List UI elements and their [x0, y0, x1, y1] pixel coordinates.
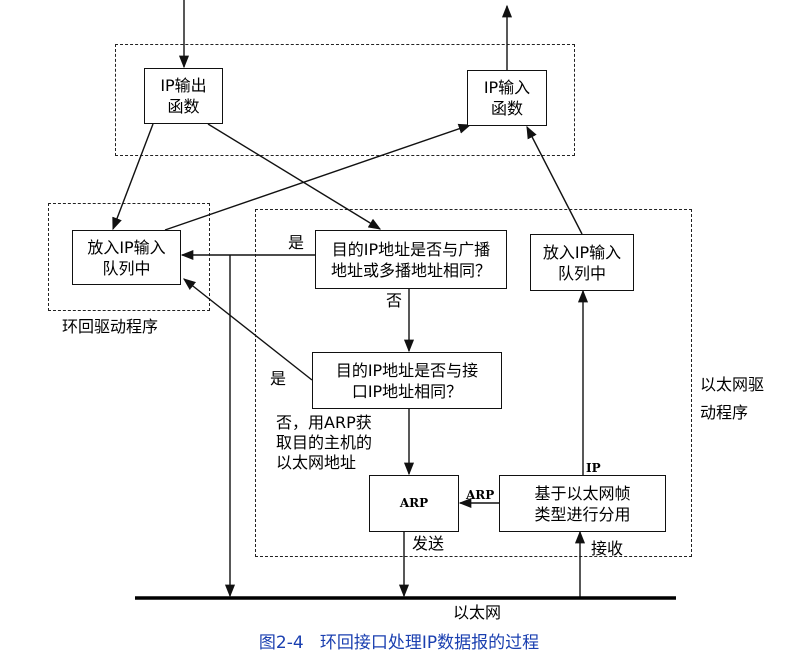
loopback-driver-region — [48, 203, 210, 311]
interface-check-box: 目的IP地址是否与接 口IP地址相同？ — [312, 352, 502, 409]
ip-layer-region — [115, 44, 575, 156]
loopback-driver-label: 环回驱动程序 — [62, 317, 159, 336]
broadcast-check-box: 目的IP地址是否与广播 地址或多播地址相同？ — [315, 230, 507, 289]
ethernet-enqueue-box: 放入IP输入 队列中 — [530, 234, 634, 291]
receive-label: 接收 — [591, 539, 624, 558]
ethernet-label: 以太网 — [453, 603, 502, 622]
figure-caption: 图2-4 环回接口处理IP数据报的过程 — [258, 633, 540, 653]
arrow-output-to-broadcast-check — [207, 123, 382, 230]
arrow-loopback-queue-to-input — [164, 123, 472, 231]
ethernet-driver-region — [255, 209, 692, 557]
send-label: 发送 — [412, 534, 445, 553]
arrow-iface-yes — [183, 278, 313, 381]
ip-edge-label: IP — [586, 461, 601, 475]
ethernet-driver-label: 以太网驱 动程序 — [700, 375, 765, 422]
no-label-broadcast: 否 — [386, 291, 403, 310]
no-use-arp-label: 否，用ARP获 取目的主机的 以太网地址 — [276, 413, 373, 472]
arrow-ethernet-queue-to-input — [526, 125, 583, 235]
ip-input-function-box: IP输入 函数 — [467, 70, 547, 126]
arp-box: ARP — [369, 475, 459, 532]
yes-label-interface: 是 — [270, 369, 287, 388]
arp-edge-label: ARP — [466, 488, 495, 502]
frame-type-demux-box: 基于以太网帧 类型进行分用 — [499, 475, 666, 532]
arrow-output-to-loopback-queue — [112, 123, 154, 231]
yes-label-broadcast: 是 — [288, 233, 305, 252]
ip-output-function-box: IP输出 函数 — [144, 68, 223, 124]
loopback-enqueue-box: 放入IP输入 队列中 — [72, 230, 181, 285]
